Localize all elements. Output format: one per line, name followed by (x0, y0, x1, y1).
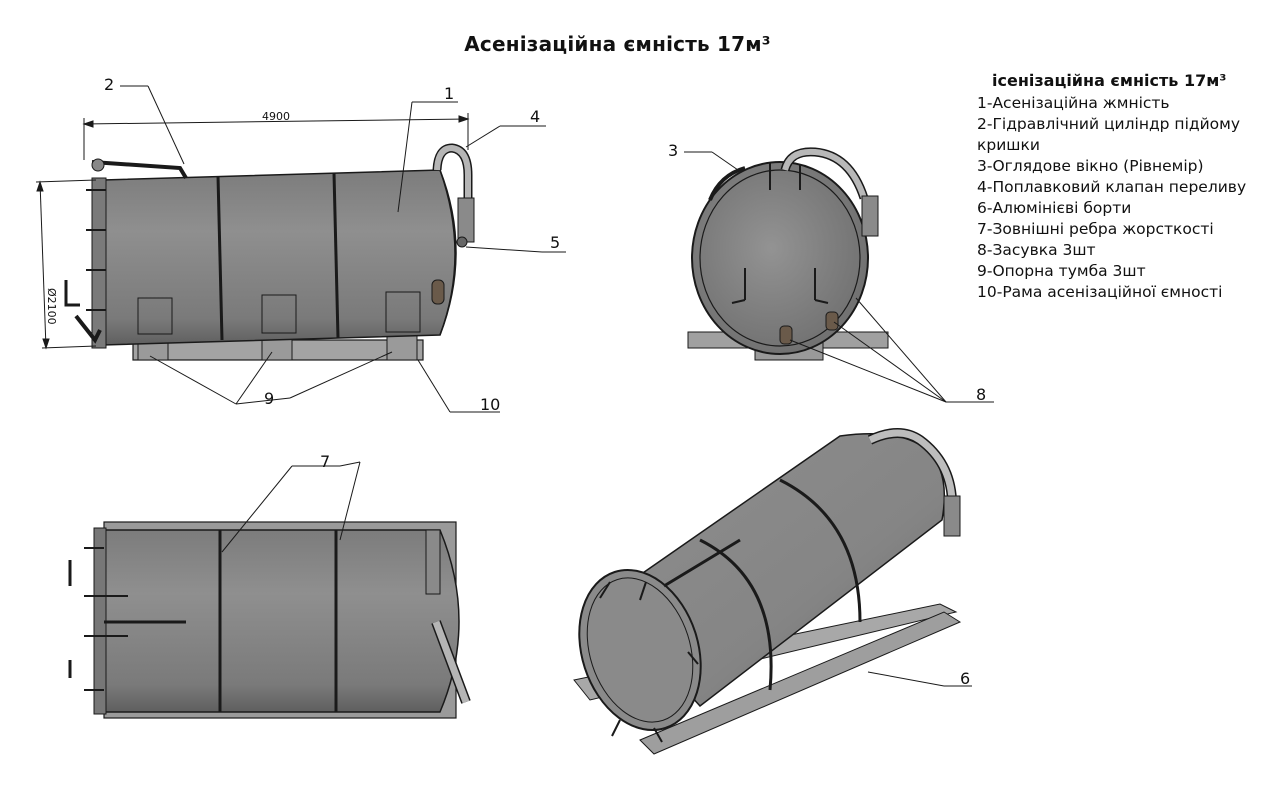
end-overflow-pipe (782, 148, 867, 199)
float-valve (457, 197, 475, 243)
gate-valve (431, 279, 445, 305)
iso-hydraulic-cylinder (663, 538, 741, 588)
leader-line (465, 246, 543, 253)
lid-handle (64, 280, 80, 307)
end-latches (731, 162, 829, 304)
hatch (137, 297, 173, 335)
legend-item: 9-Опорна тумба 3шт (977, 262, 1146, 280)
iso-latches (599, 581, 699, 743)
top-overflow-pipe (432, 620, 470, 704)
leader-line (289, 351, 393, 399)
lid-latches (86, 189, 106, 311)
leader-line (465, 125, 501, 148)
end-disk (691, 161, 869, 355)
tank-end-dome (439, 169, 457, 336)
dimension-length (82, 113, 470, 160)
leader-line (221, 465, 293, 553)
callout-6: 6 (960, 669, 970, 688)
callout-4: 4 (530, 107, 540, 126)
leader-line (235, 397, 291, 405)
leader-line (855, 297, 947, 403)
iso-frame-rail (639, 611, 962, 755)
end-gate-valve (779, 325, 793, 345)
callout-7: 7 (320, 452, 330, 471)
lid-clamp (74, 314, 102, 344)
leader-line (417, 359, 451, 413)
page-title: Асенізаційна ємність 17м³ (464, 32, 771, 56)
top-float-valve (425, 529, 441, 595)
leader-line (149, 355, 237, 405)
side-view: 4900 Ø2100 1 2 4 5 9 (35, 75, 566, 414)
leader-line (397, 101, 413, 213)
lid-hinge (91, 158, 105, 172)
dimension-diameter-label: Ø2100 (45, 288, 58, 325)
legend-item: 3-Оглядове вікно (Рівнемір) (977, 157, 1204, 175)
leader-line (789, 339, 947, 403)
isometric-view: 6 (573, 428, 972, 755)
legend-item: 2-Гідравлічний циліндр підйому кришки (977, 115, 1241, 154)
iso-stiffening-rib (699, 538, 773, 691)
leader-line (147, 85, 185, 165)
leader-line (867, 671, 945, 687)
legend-title: ісенізаційна ємність 17м³ (992, 71, 1227, 90)
leader-line (235, 351, 273, 405)
stiffening-rib (216, 175, 224, 341)
hatch (261, 294, 297, 334)
callout-9: 9 (264, 389, 274, 408)
valve-port (456, 236, 468, 248)
tank-body-top (103, 529, 460, 713)
dimension-length-label: 4900 (262, 110, 290, 123)
overflow-pipe (434, 144, 471, 200)
callout-10: 10 (480, 395, 500, 414)
top-view: 7 (68, 452, 471, 719)
legend-item: 6-Алюмінієві борти (977, 199, 1132, 217)
leader-line (339, 461, 361, 541)
sight-window (708, 166, 746, 201)
leader-line (339, 461, 361, 467)
stiffening-rib (332, 172, 340, 339)
lid-flange (91, 177, 107, 349)
end-gate-valve (825, 311, 839, 331)
end-disk-rim (699, 169, 861, 347)
leader-line (711, 151, 739, 171)
iso-end-disk-rim (586, 577, 694, 723)
legend-item: 8-Засувка 3шт (977, 241, 1096, 259)
callout-8: 8 (976, 385, 986, 404)
legend-item: 10-Рама асенізаційної ємності (977, 283, 1223, 301)
callout-2: 2 (104, 75, 114, 94)
end-float-valve (861, 195, 879, 237)
end-view: 3 8 (668, 141, 994, 404)
iso-float-valve (943, 495, 961, 537)
legend: ісенізаційна ємність 17м³ 1-Асенізаційна… (977, 70, 1277, 303)
legend-item: 7-Зовнішні ребра жорсткості (977, 220, 1214, 238)
legend-item: 4-Поплавковий клапан переливу (977, 178, 1247, 196)
iso-end-disk (578, 568, 702, 732)
tank-body-side (102, 169, 456, 346)
iso-overflow-pipe (868, 429, 956, 501)
callout-3: 3 (668, 141, 678, 160)
legend-item: 1-Асенізаційна жмність (977, 94, 1170, 112)
hatch (385, 291, 421, 333)
callout-5: 5 (550, 233, 560, 252)
leader-line (833, 321, 947, 403)
iso-stiffening-rib (779, 478, 862, 623)
dimension-diameter (35, 179, 97, 350)
callout-1: 1 (444, 84, 454, 103)
hydraulic-cylinder (91, 160, 188, 180)
top-latches (84, 547, 128, 691)
